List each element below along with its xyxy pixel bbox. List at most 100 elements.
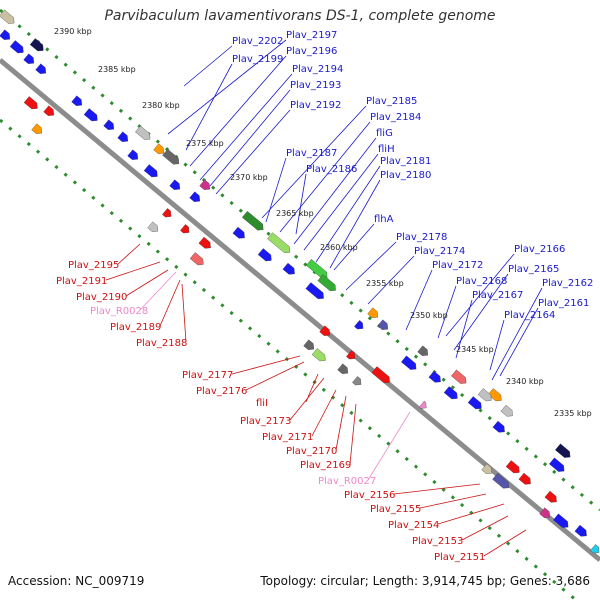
reverse-gene-label: Plav_2155 <box>370 504 421 515</box>
feature-gene <box>189 252 204 266</box>
leader-line <box>499 307 539 377</box>
feature-gene <box>337 363 349 374</box>
feature-gene <box>492 420 505 433</box>
leader-line <box>245 361 305 391</box>
scale-tick-label: 2355 kbp <box>366 279 404 288</box>
feature-gene <box>311 348 326 362</box>
reverse-gene-label: Plav_2170 <box>286 446 337 457</box>
rna-gene-label: Plav_R0027 <box>318 476 376 487</box>
leader-line <box>349 403 357 465</box>
feature-gene <box>198 236 211 249</box>
reverse-gene-label: Plav_2171 <box>262 432 313 443</box>
feature-gene <box>232 226 245 239</box>
topology-text: Topology: circular; Length: 3,914,745 bp… <box>260 574 590 588</box>
forward-gene-label: Plav_2202 <box>232 36 283 47</box>
scale-tick-label: 2385 kbp <box>98 65 136 74</box>
leader-line <box>303 153 379 251</box>
reverse-gene-label: Plav_2169 <box>300 460 351 471</box>
feature-gene <box>43 105 55 116</box>
scale-tick-label: 2390 kbp <box>54 27 92 36</box>
feature-gene <box>83 108 98 122</box>
feature-gene <box>428 370 441 383</box>
leader-line <box>311 389 337 437</box>
feature-gene <box>477 388 492 402</box>
feature-gene <box>0 9 15 24</box>
feature-gene <box>267 232 291 253</box>
gene-labels: Plav_2202Plav_2197Plav_2199Plav_2196Plav… <box>56 30 593 563</box>
feature-gene <box>549 457 565 472</box>
rna-gene-label: Plav_R0028 <box>90 306 148 317</box>
feature-gene <box>590 544 600 554</box>
feature-gene <box>103 119 115 130</box>
forward-gene-label: Plav_2185 <box>366 96 417 107</box>
forward-gene-label: fliH <box>378 144 395 155</box>
leader-line <box>117 243 141 265</box>
feature-gene <box>367 307 379 318</box>
reverse-gene-label: Plav_2156 <box>344 490 395 501</box>
forward-gene-label: Plav_2164 <box>504 310 555 321</box>
leader-line <box>335 395 347 451</box>
leader-line <box>185 63 233 151</box>
feature-gene <box>553 513 569 528</box>
leader-line <box>279 121 371 233</box>
feature-gene <box>518 472 531 485</box>
feature-gene <box>162 208 172 218</box>
forward-gene-label: Plav_2193 <box>290 80 341 91</box>
reverse-gene-label: Plav_2191 <box>56 276 107 287</box>
scale-tick-label: 2340 kbp <box>506 377 544 386</box>
leader-line <box>437 285 457 339</box>
feature-gene <box>35 63 47 74</box>
reverse-gene-label: Plav_2151 <box>434 552 485 563</box>
feature-gene <box>451 369 467 384</box>
feature-gene <box>544 490 557 503</box>
leader-line <box>209 89 291 187</box>
leader-line <box>329 179 381 269</box>
reverse-gene-label: Plav_2188 <box>136 338 187 349</box>
reverse-gene-label: Plav_2173 <box>240 416 291 427</box>
feature-gene <box>371 366 390 384</box>
feature-gene <box>162 148 180 165</box>
leader-line <box>419 493 487 509</box>
leader-line <box>461 515 509 541</box>
feature-gene <box>189 191 201 202</box>
leader-line <box>453 273 509 351</box>
feature-gene <box>305 282 324 300</box>
forward-gene-label: Plav_2197 <box>286 30 337 41</box>
feature-gene <box>303 339 315 350</box>
forward-gene-label: fliG <box>376 128 393 139</box>
forward-gene-label: Plav_2186 <box>306 164 357 175</box>
scale-tick-label: 2350 kbp <box>410 311 448 320</box>
feature-gene <box>242 211 264 231</box>
forward-gene-label: Plav_2172 <box>432 260 483 271</box>
reverse-gene-label: Plav_2153 <box>412 536 463 547</box>
leader-line <box>293 137 377 245</box>
feature-gene <box>539 507 551 518</box>
feature-gene <box>153 143 165 154</box>
scale-tick-label: 2375 kbp <box>186 139 224 148</box>
feature-gene <box>0 29 11 40</box>
forward-gene-label: Plav_2178 <box>396 232 447 243</box>
feature-gene <box>401 355 417 370</box>
forward-gene-label: Plav_2174 <box>414 246 465 257</box>
leader-line <box>367 411 411 481</box>
reverse-gene-label: Plav_2177 <box>182 370 233 381</box>
feature-gene <box>500 404 513 417</box>
forward-gene-label: Plav_2166 <box>514 244 565 255</box>
feature-gene <box>555 443 571 458</box>
leader-line <box>437 503 505 525</box>
leader-line <box>455 299 473 359</box>
forward-gene-label: Plav_2192 <box>290 100 341 111</box>
scale-tick-label: 2335 kbp <box>554 409 592 418</box>
reverse-gene-label: Plav_2154 <box>388 520 439 531</box>
feature-gene <box>492 472 510 489</box>
leader-line <box>367 255 415 305</box>
leader-line <box>289 377 325 421</box>
feature-gene <box>135 125 151 140</box>
leader-line <box>199 73 293 181</box>
scale-tick-label: 2370 kbp <box>230 173 268 182</box>
feature-gene <box>352 376 362 386</box>
leader-line <box>295 173 307 235</box>
feature-gene <box>282 262 295 275</box>
